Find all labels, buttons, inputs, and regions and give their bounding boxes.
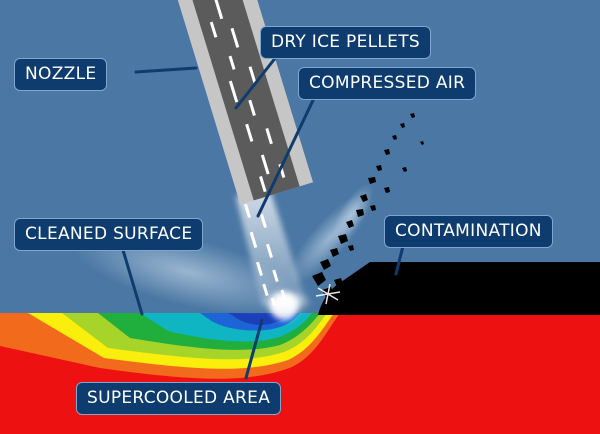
leader-nozzle	[134, 66, 198, 74]
leader-cleaned-surface	[118, 238, 144, 316]
label-nozzle: NOZZLE	[14, 58, 108, 91]
leader-lines	[118, 50, 406, 380]
leader-supercooled-area	[244, 318, 264, 380]
label-compressed-air: COMPRESSED AIR	[298, 67, 477, 100]
nozzle	[168, 0, 314, 205]
label-contamination: CONTAMINATION	[384, 215, 553, 248]
supercooled-gradient	[0, 313, 340, 379]
label-supercooled-area: SUPERCOOLED AREA	[76, 382, 282, 415]
label-cleaned-surface: CLEANED SURFACE	[14, 218, 204, 251]
label-dry-ice-pellets: DRY ICE PELLETS	[260, 26, 431, 59]
debris-particles	[312, 113, 424, 298]
leader-dry-ice-pellets	[234, 50, 282, 110]
contamination-layer	[318, 262, 600, 315]
impact-sparkle	[315, 283, 341, 305]
pellet-stream	[243, 203, 287, 307]
leader-compressed-air	[256, 92, 318, 218]
